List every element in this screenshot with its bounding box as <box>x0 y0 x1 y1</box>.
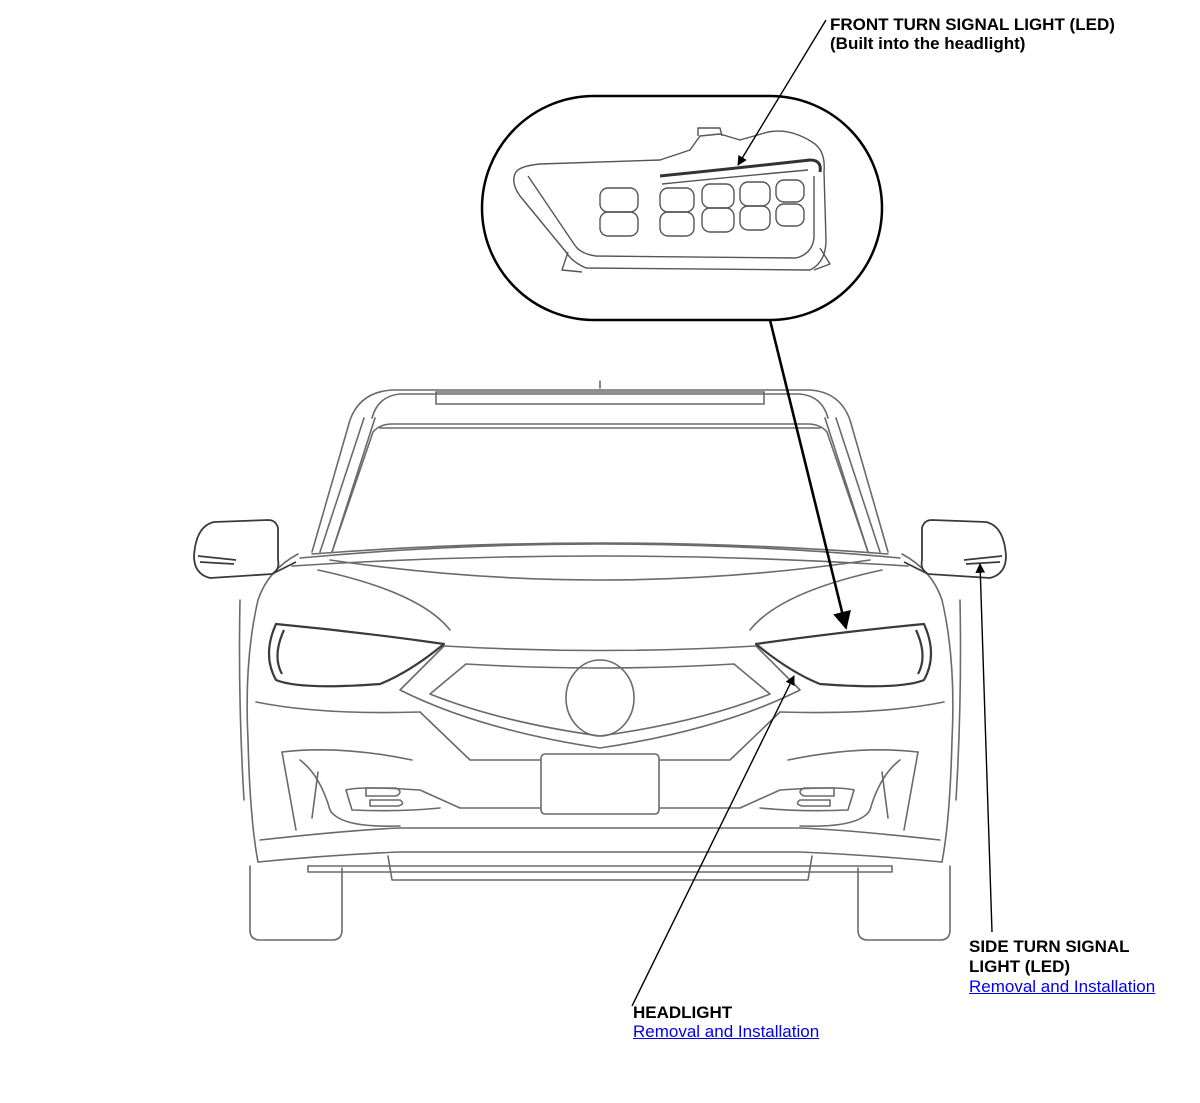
front-turn-signal-label: FRONT TURN SIGNAL LIGHT (LED) <box>830 15 1115 34</box>
headlight-removal-link[interactable]: Removal and Installation <box>633 1022 820 1041</box>
leader-bubble-to-headlight <box>768 319 851 630</box>
side-turn-signal-removal-link[interactable]: Removal and Installation <box>969 977 1156 996</box>
leader-front-turn-signal <box>737 19 827 166</box>
leader-lines <box>631 19 993 1007</box>
side-mirror-left <box>193 519 297 579</box>
car-body <box>238 380 962 941</box>
side-turn-signal-label-line2: LIGHT (LED) <box>969 957 1071 976</box>
leader-headlight <box>631 675 795 1007</box>
side-mirror-right <box>903 519 1007 579</box>
headlight-detail-unit <box>513 127 831 273</box>
headlight-detail-callout <box>480 94 884 322</box>
leader-side-turn-signal <box>975 563 993 933</box>
side-turn-signal-label: SIDE TURN SIGNAL <box>969 937 1130 956</box>
front-turn-signal-sublabel: (Built into the headlight) <box>830 34 1026 53</box>
headlight-right <box>754 622 933 688</box>
headlight-label: HEADLIGHT <box>633 1003 733 1022</box>
headlight-left <box>267 622 446 688</box>
